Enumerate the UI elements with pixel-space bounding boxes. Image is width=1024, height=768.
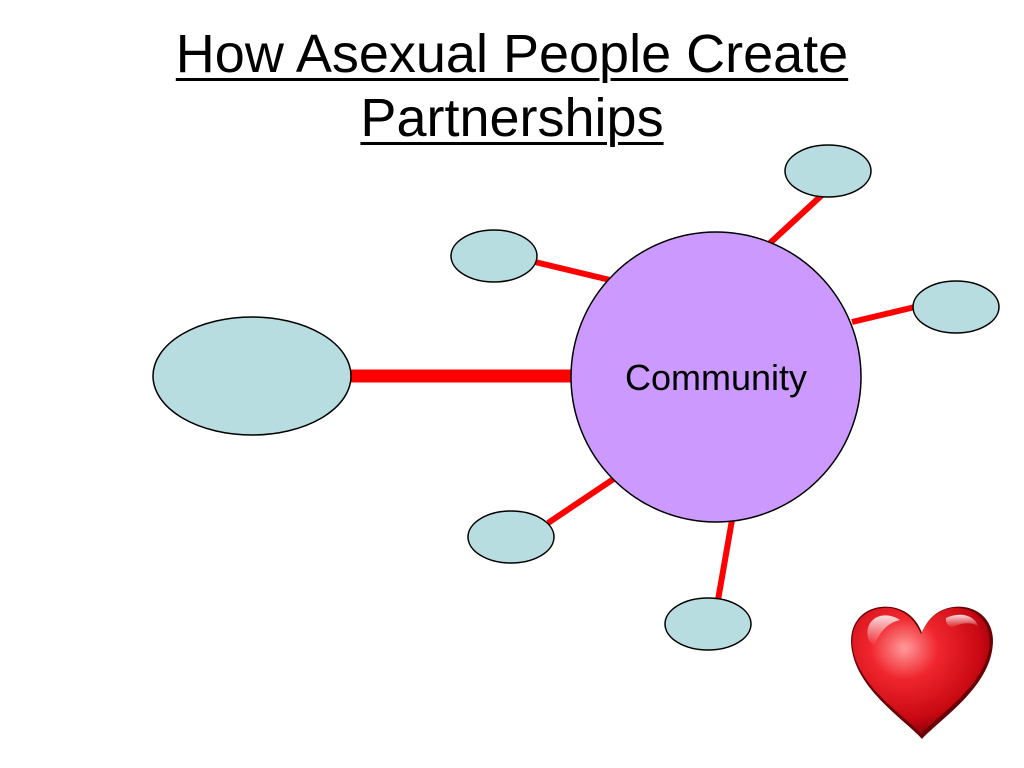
node-bottom xyxy=(664,597,752,651)
community-label: Community xyxy=(625,357,807,398)
connector-top-right xyxy=(767,192,825,246)
title-line-2: Partnerships xyxy=(360,88,664,148)
connector-bottom xyxy=(715,519,735,601)
connector-lower-left xyxy=(546,475,617,526)
node-top-right xyxy=(784,144,872,198)
connector-right xyxy=(851,304,916,325)
node-lower-left xyxy=(467,510,555,564)
title-line-1: How Asexual People Create xyxy=(175,24,849,84)
community-hub xyxy=(570,231,862,523)
node-right xyxy=(912,280,1000,334)
node-large-left xyxy=(152,316,352,436)
slide-title: How Asexual People Create Partnerships xyxy=(0,22,1024,150)
connector-upper-left xyxy=(534,259,611,283)
heart-icon xyxy=(851,606,993,739)
node-upper-left xyxy=(450,229,538,283)
